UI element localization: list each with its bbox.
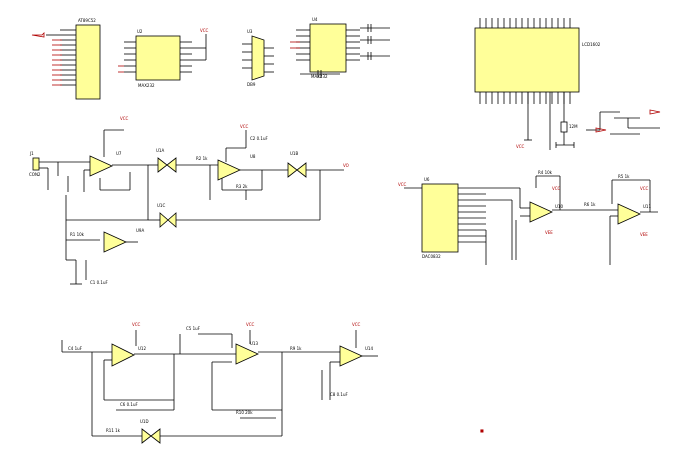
net-vcc-6: VCC [246, 322, 255, 327]
opamp-u7: U7 [89, 151, 122, 177]
chip-u4: U4 MAX232 [290, 17, 390, 79]
opamp-u10: U10 [529, 201, 563, 223]
cap-c4: C4 1uF [68, 346, 83, 351]
connector-label: J1 [29, 151, 34, 156]
res-r5: R5 1k [618, 174, 630, 179]
net-vo: VO [343, 163, 349, 168]
opamp-u7-label: U7 [116, 151, 122, 156]
opamp-u10-label: U10 [555, 204, 563, 209]
crystal-vcc: VCC [516, 144, 525, 149]
net-vcc-2: VCC [240, 124, 249, 129]
corner-mark: ■ [480, 428, 484, 433]
res-r11: R11 1k [106, 428, 121, 433]
chip-u2-vcc: VCC [200, 28, 209, 33]
chip-u2-part: MAX232 [138, 83, 155, 88]
switch-u1a: U1A [156, 148, 177, 173]
opamp-u14-label: U14 [365, 346, 373, 351]
net-vcc-5: VCC [132, 322, 141, 327]
chip-u5: LCD1602 [474, 18, 601, 104]
crystal-y1: 12M VCC [516, 92, 661, 150]
connector-part: CON2 [29, 172, 41, 177]
res-r4: R4 10k [538, 170, 553, 175]
switch-u1d-label: U1D [140, 419, 149, 424]
opamp-u11: U11 [617, 203, 651, 225]
net-vcc-1: VCC [120, 116, 129, 121]
net-vee-2: VEE [640, 232, 648, 237]
cap-c8: C8 0.1uF [330, 392, 349, 397]
cap-c2: C2 0.1uF [250, 136, 269, 141]
connector-j1: J1 CON2 [29, 151, 41, 177]
switch-u1b-label: U1B [290, 151, 298, 156]
chip-u5-part: LCD1602 [582, 42, 601, 47]
res-r2: R2 1k [196, 156, 208, 161]
opamp-u12-label: U12 [138, 346, 146, 351]
net-vcc-4: VCC [640, 186, 649, 191]
switch-u1c: U1C [157, 203, 177, 228]
chip-u3-db9: U3 DB9 [242, 29, 274, 87]
res-r1: R1 10k [70, 232, 85, 237]
res-r9: R9 1k [290, 346, 302, 351]
chip-u6-part: DAC0832 [422, 254, 441, 259]
res-r3: R3 2k [236, 184, 248, 189]
opamp-u8-label: U8 [250, 154, 256, 159]
chip-u6-label: U6 [424, 177, 430, 182]
chip-u1-label: AT89C52 [78, 18, 96, 23]
crystal-value: 12M [569, 124, 578, 129]
cap-c1: C1 0.1uF [90, 280, 109, 285]
chip-u4-label: U4 [312, 17, 318, 22]
chip-u2-label: U2 [137, 29, 143, 34]
chip-u1: AT89C52 [31, 18, 101, 100]
switch-u1c-label: U1C [157, 203, 165, 208]
net-vcc-3: VCC [552, 186, 561, 191]
cap-c6: C6 0.1uF [120, 402, 139, 407]
dac-vcc: VCC [398, 182, 407, 187]
chip-u2: U2 MAX232 VCC [118, 28, 209, 88]
switch-u1b: U1B [287, 151, 307, 178]
opamp-u13-label: U13 [250, 341, 258, 346]
chip-u4-part: MAX232 [311, 74, 328, 79]
opamp-u14: U14 [339, 345, 373, 367]
chip-u6-dac: U6 DAC0832 VCC [398, 175, 658, 265]
opamp-u9a-label: U9A [136, 228, 144, 233]
opamp-u8: U8 [217, 154, 256, 181]
res-r10: R10 20k [236, 410, 253, 415]
switch-u1a-label: U1A [156, 148, 164, 153]
res-r6: R6 1k [584, 202, 596, 207]
opamp-u13: U13 [235, 341, 259, 365]
switch-u1d: U1D [140, 419, 161, 444]
net-vcc-7: VCC [352, 322, 361, 327]
opamp-u9a: U9A [103, 228, 144, 253]
chip-u3-label: U3 [247, 29, 253, 34]
opamp-u12: U12 [111, 343, 146, 367]
chip-u3-part: DB9 [247, 82, 256, 87]
net-vee-1: VEE [545, 230, 553, 235]
cap-c5: C5 1uF [186, 326, 201, 331]
bottom-wires [61, 330, 378, 437]
input-wires [39, 129, 344, 285]
opamp-u11-label: U11 [643, 204, 651, 209]
